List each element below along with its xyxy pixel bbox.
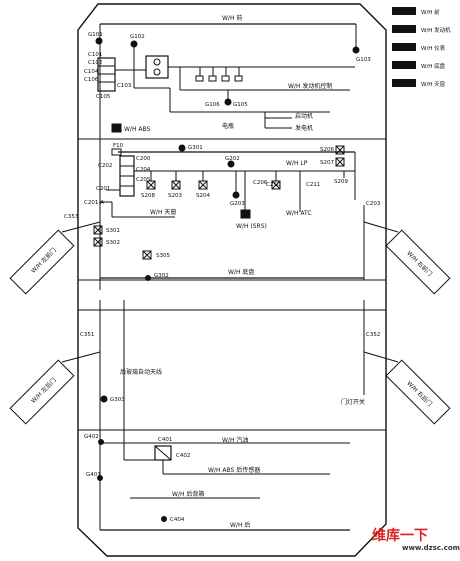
legend-swatch-0 [392,7,416,15]
svg-text:G301: G301 [188,145,203,151]
svg-text:S209: S209 [334,179,348,185]
svg-text:C206: C206 [253,180,268,186]
door-rear-right: W/H 右后门 [385,359,451,425]
svg-text:C404: C404 [170,517,185,523]
svg-text:C402: C402 [176,453,190,459]
door-front-left: W/H 左前门 [9,229,75,295]
svg-text:G402: G402 [84,434,99,440]
svg-text:C200: C200 [136,156,151,162]
svg-text:C204: C204 [136,167,151,173]
svg-text:C101: C101 [88,52,102,58]
legend-text-2: W/H 仪表 [421,44,446,52]
svg-text:C203: C203 [366,201,381,207]
svg-text:C106: C106 [84,77,99,83]
srs-connector [240,209,251,219]
legend-text-3: W/H 底盘 [421,62,446,70]
svg-text:G302: G302 [154,273,169,279]
svg-text:G303: G303 [110,397,125,403]
svg-text:C210: C210 [266,182,281,188]
svg-text:C351: C351 [80,332,94,338]
svg-text:S302: S302 [106,240,120,246]
ground-point-g202 [227,160,235,168]
srs-harness-label: W/H (SRS) [236,223,267,230]
trunk-harness-label: W/H 后背箱 [172,490,204,498]
ground-point-g301 [178,144,186,152]
lp-harness-label: W/H LP [286,160,308,167]
abs-sensor-label: W/H ABS 后传感器 [208,466,260,474]
svg-text:F10: F10 [113,143,124,149]
ground-point-g303 [100,395,108,403]
battery-label: 电瓶 [222,122,234,130]
legend-text-0: W/H 前 [421,8,440,16]
legend-text-1: W/H 发动机 [421,26,451,34]
antenna-label: 后玻璃自动天线 [120,368,162,376]
ground-point-g203 [232,191,240,199]
label-g101: G101 [88,32,103,38]
terminal-row [195,67,243,82]
door-rear-left: W/H 左后门 [9,359,75,425]
svg-text:C205: C205 [136,177,151,183]
svg-text:G203: G203 [230,201,245,207]
svg-text:C201: C201 [96,186,110,192]
legend: W/H 前 W/H 发动机 W/H 仪表 W/H 底盘 W/H 天窗 [392,7,451,88]
svg-text:C211: C211 [306,182,320,188]
watermark-url: www.dzsc.com [402,544,460,552]
svg-text:G105: G105 [233,102,248,108]
svg-text:C401: C401 [158,437,172,443]
svg-text:C105: C105 [96,94,111,100]
watermark: 维库一下 www.dzsc.com [372,527,460,552]
svg-text:C104: C104 [84,69,99,75]
ground-point-g103 [352,46,360,54]
door-switch-label: 门灯开关 [341,398,365,406]
svg-text:C352: C352 [366,332,380,338]
legend-swatch-2 [392,43,416,51]
front-harness-label: W/H 前 [222,14,242,22]
svg-text:C102: C102 [88,60,102,66]
vehicle-outline [77,3,387,557]
abs-connector [111,123,122,133]
legend-swatch-4 [392,79,416,87]
svg-text:C202: C202 [98,163,112,169]
svg-text:S305: S305 [156,253,170,259]
ground-point-g102 [130,40,138,48]
chassis-harness-label: W/H 底盘 [228,268,254,276]
svg-text:C353: C353 [64,214,79,220]
roof-harness-label: W/H 天窗 [150,208,176,216]
legend-text-4: W/H 天窗 [421,80,446,88]
svg-text:C201-A: C201-A [84,200,104,206]
svg-text:S203: S203 [168,193,182,199]
svg-text:S206: S206 [320,147,334,153]
svg-text:C103: C103 [117,83,132,89]
svg-text:S301: S301 [106,228,120,234]
svg-text:G401: G401 [86,472,101,478]
atc-harness-label: W/H ATC [286,210,312,217]
abs-harness-label: W/H ABS [124,126,150,133]
ground-point-g302 [145,275,151,281]
watermark-brand: 维库一下 [372,527,428,544]
starter-label: 启动机 [295,112,313,120]
label-g103: G103 [356,57,371,63]
legend-swatch-1 [392,25,416,33]
engine-harness-label: W/H 发动机控制 [288,82,332,90]
label-g102: G102 [130,34,145,40]
fuel-harness-label: W/H 汽油 [222,436,248,444]
svg-text:G106: G106 [205,102,220,108]
svg-text:S207: S207 [320,160,334,166]
ground-point-g101 [95,37,103,45]
door-front-right: W/H 右前门 [385,229,451,295]
svg-text:G202: G202 [225,156,240,162]
legend-swatch-3 [392,61,416,69]
svg-text:S208: S208 [141,193,155,199]
generator-label: 发电机 [295,124,313,132]
rear-harness-label: W/H 后 [230,521,250,529]
svg-text:S204: S204 [196,193,210,199]
